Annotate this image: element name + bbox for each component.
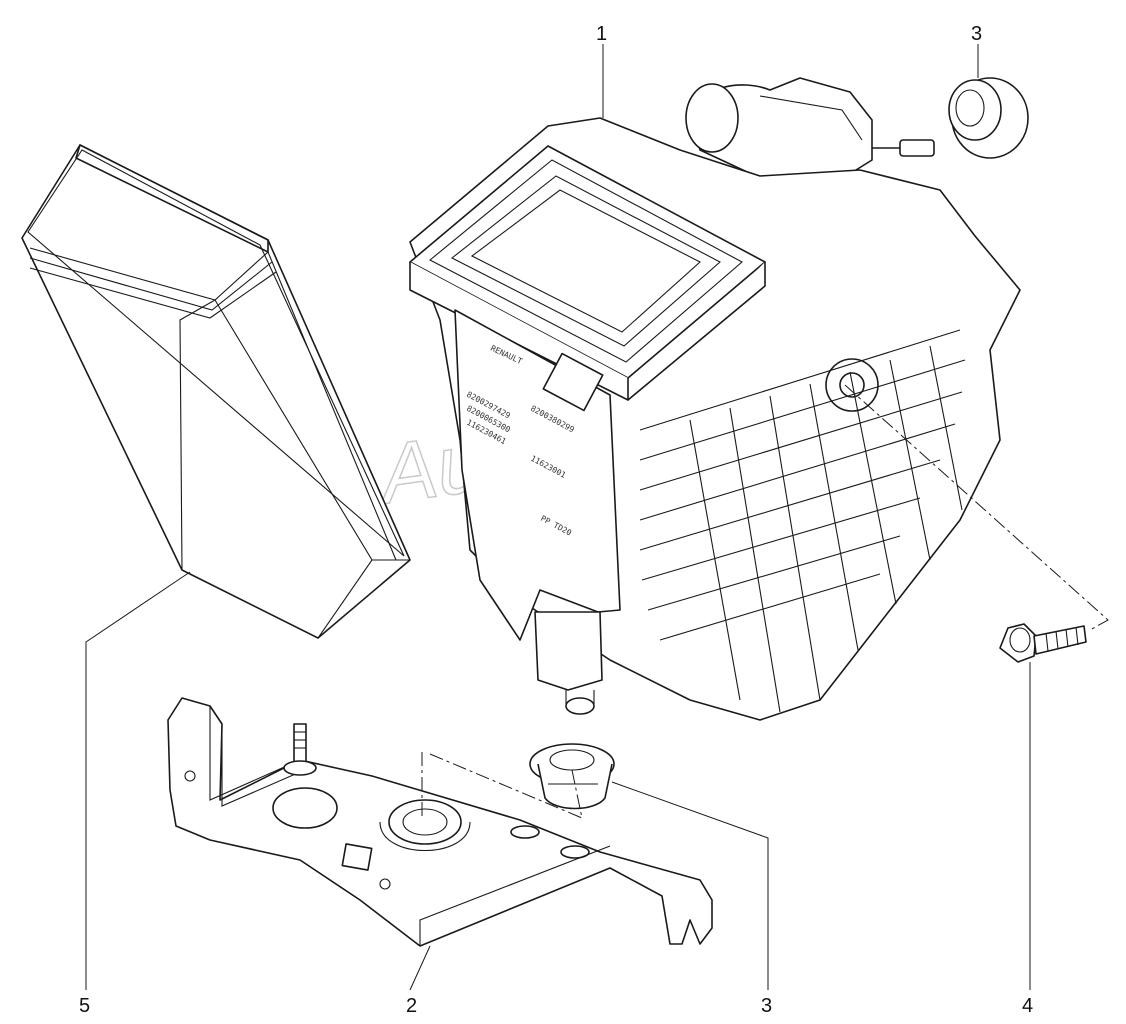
callout-3-bottom: 3 [761, 995, 772, 1017]
grommet-top [948, 77, 1029, 159]
air-filter-element [21, 144, 411, 639]
assembly-center-lines [421, 384, 1109, 820]
flange-bolt [999, 623, 1087, 663]
callout-3-top: 3 [971, 23, 982, 45]
callout-5: 5 [79, 995, 90, 1017]
grommet-bottom [529, 743, 615, 810]
callout-4: 4 [1022, 995, 1033, 1017]
callout-1: 1 [596, 23, 607, 45]
leader-lines [85, 44, 1031, 991]
air-filter-housing: RENAULT 8200297429 8200065300 116230461 … [409, 77, 1021, 721]
callout-2: 2 [406, 995, 417, 1017]
mounting-bracket [167, 697, 713, 947]
